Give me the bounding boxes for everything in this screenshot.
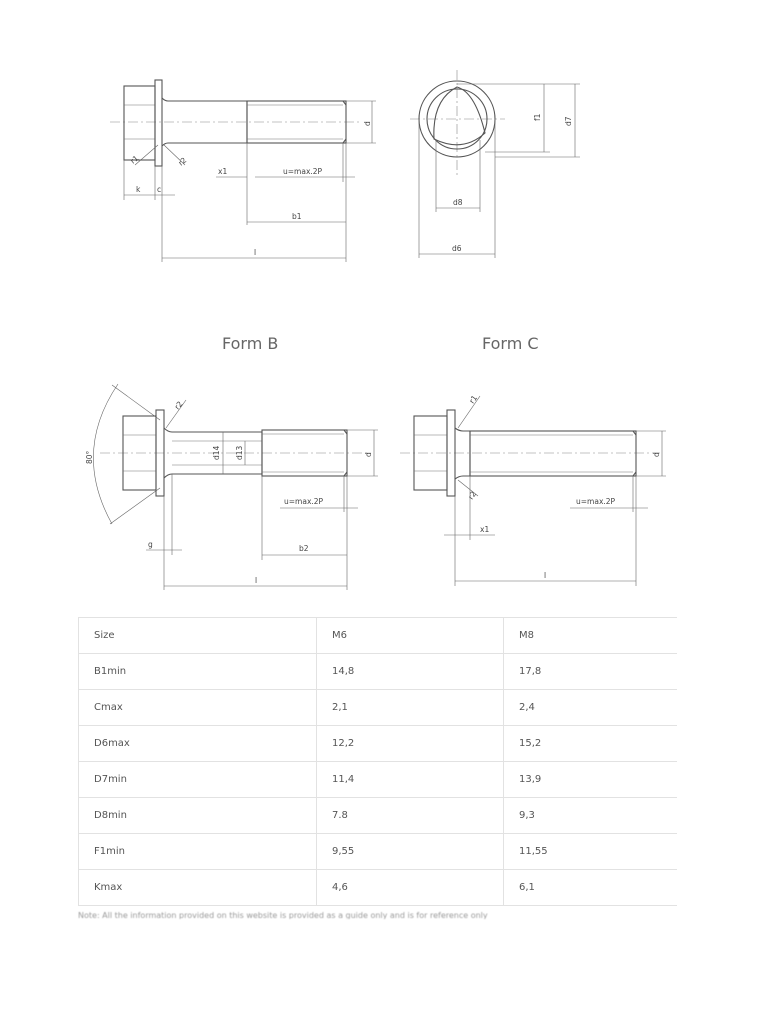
dim-d7: d7: [564, 116, 573, 126]
dim-u: u=max.2P: [283, 167, 323, 176]
dim-l-c: l: [544, 571, 546, 580]
dim-r1: r1: [129, 153, 141, 165]
value-cell: 17,8: [503, 653, 677, 690]
form-a-end-view: f1 d7 d8 d6: [410, 70, 580, 258]
value-cell: 4,6: [316, 869, 504, 906]
row-label-cell: D7min: [78, 761, 317, 798]
value-cell: M6: [316, 617, 504, 654]
form-b-view: 80° r2 d14 d13 d u=max.2P g b2 l: [85, 383, 378, 590]
row-label-cell: F1min: [78, 833, 317, 870]
value-cell: 13,9: [503, 761, 677, 798]
value-cell: 7.8: [316, 797, 504, 834]
value-cell: 15,2: [503, 725, 677, 762]
value-cell: 6,1: [503, 869, 677, 906]
dim-d6: d6: [452, 244, 462, 253]
value-cell: M8: [503, 617, 677, 654]
row-label-cell: Kmax: [78, 869, 317, 906]
value-cell: 9,3: [503, 797, 677, 834]
dim-l-b: l: [255, 576, 257, 585]
row-label-cell: B1min: [78, 653, 317, 690]
dim-r1-c: r1: [467, 393, 479, 405]
dim-c: c: [157, 185, 161, 194]
dim-r2-c: r2: [466, 489, 478, 501]
dim-d-b: d: [364, 452, 373, 457]
value-cell: 11,4: [316, 761, 504, 798]
form-a-side-view: d r1 r2 x1 u=max.2P k c b1 l: [110, 79, 376, 262]
form-c-title: Form C: [482, 334, 539, 353]
value-cell: 12,2: [316, 725, 504, 762]
dim-x1: x1: [218, 167, 227, 176]
dim-b1: b1: [292, 212, 302, 221]
dim-angle: 80°: [85, 450, 94, 464]
value-cell: 14,8: [316, 653, 504, 690]
value-cell: 2,4: [503, 689, 677, 726]
dim-d: d: [363, 121, 372, 126]
footnote: Note: All the information provided on th…: [78, 911, 488, 919]
value-cell: 11,55: [503, 833, 677, 870]
dim-d8: d8: [453, 198, 463, 207]
form-b-title: Form B: [222, 334, 278, 353]
dim-d14: d14: [212, 445, 221, 460]
dim-x1-c: x1: [480, 525, 489, 534]
row-label-cell: D8min: [78, 797, 317, 834]
dim-u-c: u=max.2P: [576, 497, 616, 506]
value-cell: 9,55: [316, 833, 504, 870]
dim-r2-b: r2: [173, 399, 185, 411]
technical-drawing: d r1 r2 x1 u=max.2P k c b1 l: [85, 70, 666, 590]
row-label-cell: D6max: [78, 725, 317, 762]
dim-f1: f1: [533, 113, 542, 121]
dim-l: l: [254, 248, 256, 257]
value-cell: 2,1: [316, 689, 504, 726]
dim-u-b: u=max.2P: [284, 497, 324, 506]
dim-r2: r2: [177, 155, 189, 167]
dim-b2: b2: [299, 544, 309, 553]
form-c-view: r1 r2 d u=max.2P x1 l: [400, 393, 666, 586]
dim-d-c: d: [652, 452, 661, 457]
dim-d13: d13: [235, 445, 244, 460]
row-label-cell: Cmax: [78, 689, 317, 726]
dim-k: k: [136, 185, 141, 194]
dim-g: g: [148, 540, 153, 549]
row-label-cell: Size: [78, 617, 317, 654]
